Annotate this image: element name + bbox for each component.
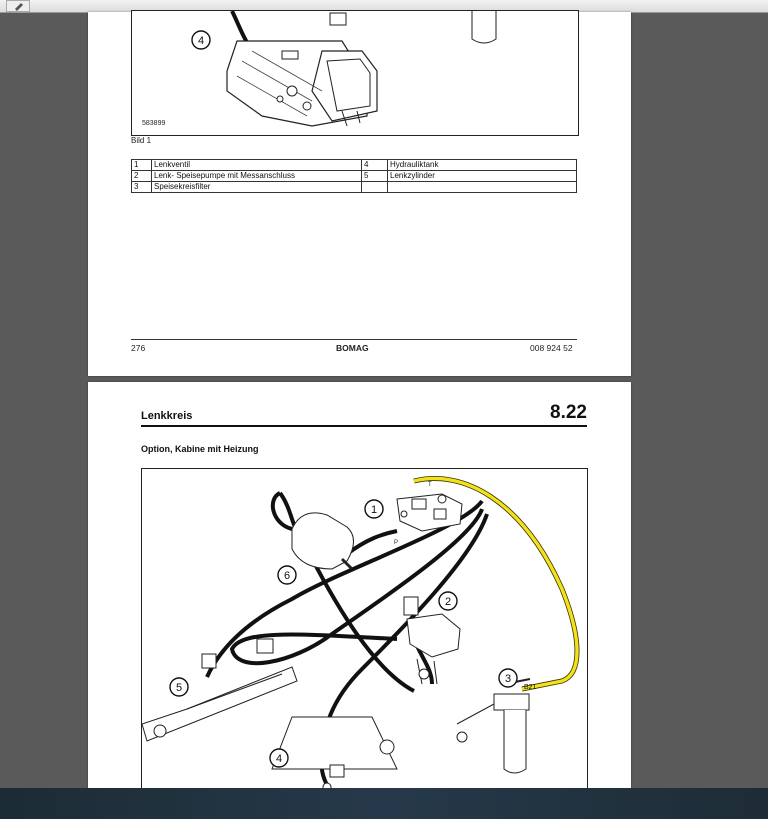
legend-text: Lenk- Speisepumpe mit Messanschluss xyxy=(151,170,362,182)
legend-number: 1 xyxy=(131,159,152,171)
pencil-icon xyxy=(15,3,23,11)
document-page-277: Lenkkreis 8.22 Option, Kabine mit Heizun… xyxy=(88,382,631,788)
edit-button[interactable] xyxy=(6,0,30,12)
callout-1-label: 1 xyxy=(371,504,377,516)
legend-text: Hydrauliktank xyxy=(387,159,577,171)
footer-brand: BOMAG xyxy=(336,343,369,353)
callout-5 xyxy=(169,677,189,697)
steering-circuit-drawing: T P xyxy=(142,475,580,788)
taskbar xyxy=(0,788,768,819)
footer-rule xyxy=(131,339,577,340)
legend-text: Lenkzylinder xyxy=(387,170,577,182)
legend-number: 4 xyxy=(361,159,388,171)
callout-5-label: 5 xyxy=(176,682,182,694)
steering-circuit-figure: T P xyxy=(141,468,588,788)
callout-4 xyxy=(269,748,289,768)
document-page-276: 4 583899 Bild 1 1 Lenkventil 4 Hydraulik… xyxy=(88,10,631,376)
callout-2 xyxy=(438,591,458,611)
header-rule xyxy=(141,425,587,427)
table-row: 2 Lenk- Speisepumpe mit Messanschluss 5 … xyxy=(131,170,577,182)
table-row: 3 Speisekreisfilter xyxy=(131,181,577,193)
port-p-label: P xyxy=(394,540,398,546)
callout-6 xyxy=(277,565,297,585)
callout-4-label: 4 xyxy=(198,35,204,47)
footer-doc-number: 008 924 52 xyxy=(530,343,573,353)
callout-3-label: 3 xyxy=(505,673,511,685)
legend-text: Speisekreisfilter xyxy=(151,181,362,193)
legend-number: 5 xyxy=(361,170,388,182)
figure-subtitle: Option, Kabine mit Heizung xyxy=(141,444,259,454)
section-title: Lenkkreis xyxy=(141,410,193,422)
callout-4-label: 4 xyxy=(276,753,282,765)
legend-number: 3 xyxy=(131,181,152,193)
callout-4 xyxy=(191,30,211,50)
legend-text: Lenkventil xyxy=(151,159,362,171)
figure-caption: Bild 1 xyxy=(131,136,152,145)
legend-number xyxy=(361,181,388,193)
callout-3 xyxy=(498,668,518,688)
table-row: 1 Lenkventil 4 Hydrauliktank xyxy=(131,159,577,171)
sensor-b21-label: B21 xyxy=(524,684,537,691)
legend-number: 2 xyxy=(131,170,152,182)
legend-text xyxy=(387,181,577,193)
port-t-label: T xyxy=(428,482,432,488)
callout-6-label: 6 xyxy=(284,570,290,582)
hydraulic-tank-drawing: 4 583899 xyxy=(142,11,497,127)
callout-2-label: 2 xyxy=(445,596,451,608)
footer-page-number: 276 xyxy=(131,343,146,353)
callout-1 xyxy=(364,499,384,519)
hydraulic-figure-1: 4 583899 xyxy=(131,10,579,136)
legend-table: 1 Lenkventil 4 Hydrauliktank 2 Lenk- Spe… xyxy=(131,159,577,193)
section-number: 8.22 xyxy=(550,402,587,423)
figure-id: 583899 xyxy=(142,120,165,127)
